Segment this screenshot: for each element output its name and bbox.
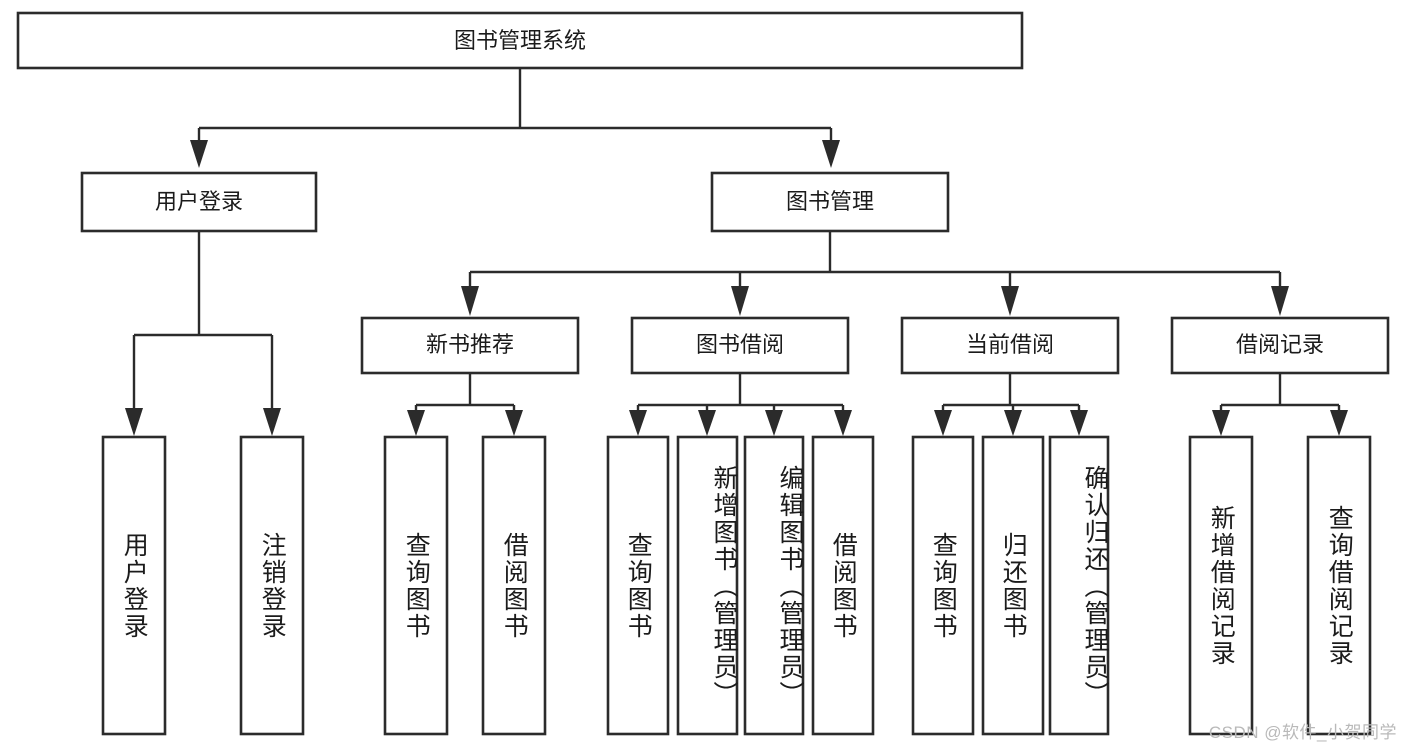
arrow-head-leaf-query-book-3 xyxy=(934,410,952,436)
node-user-login[interactable]: 用户登录 xyxy=(80,171,318,233)
arrow-head-leaf-return-book xyxy=(1004,410,1022,436)
arrow-head-leaf-confirm-return xyxy=(1070,410,1088,436)
arrow-head-user-login xyxy=(190,140,208,168)
connector-group-book-manage xyxy=(461,231,1289,316)
connector-group-root xyxy=(190,68,840,168)
node-book-manage-box[interactable] xyxy=(710,171,950,233)
node-book-manage-label: 图书管理 xyxy=(786,189,874,214)
leaf-box-return-book[interactable] xyxy=(981,435,1045,736)
node-root-system[interactable]: 图书管理系统 xyxy=(16,11,1024,70)
leaf-box-add-record[interactable] xyxy=(1188,435,1254,736)
node-borrow-record[interactable]: 借阅记录 xyxy=(1170,316,1390,375)
arrow-head-leaf-query-record xyxy=(1330,410,1348,436)
leaf-box-query-book-2[interactable] xyxy=(606,435,670,736)
node-new-book-recommend[interactable]: 新书推荐 xyxy=(360,316,580,375)
arrow-head-current-borrow xyxy=(1001,286,1019,316)
node-book-manage[interactable]: 图书管理 xyxy=(710,171,950,233)
node-book-borrow-box[interactable] xyxy=(630,316,850,375)
node-book-borrow-label: 图书借阅 xyxy=(696,332,784,357)
connector-group-new-book-rec xyxy=(407,373,523,436)
leaf-box-confirm-return[interactable] xyxy=(1048,435,1110,736)
leaf-box-query-record[interactable] xyxy=(1306,435,1372,736)
node-borrow-record-label: 借阅记录 xyxy=(1236,332,1324,357)
arrow-head-leaf-borrow-book-2 xyxy=(834,410,852,436)
arrow-head-book-manage xyxy=(822,140,840,168)
arrow-head-leaf-borrow-book-1 xyxy=(505,410,523,436)
node-user-login-box[interactable] xyxy=(80,171,318,233)
node-root-system-label: 图书管理系统 xyxy=(454,28,586,53)
leaf-boxes xyxy=(101,435,1372,736)
leaf-box-borrow-book-2[interactable] xyxy=(811,435,875,736)
node-current-borrow[interactable]: 当前借阅 xyxy=(900,316,1120,375)
watermark-csdn: CSDN @软件_小贺同学 xyxy=(1208,723,1397,742)
connector-group-current-borrow xyxy=(934,373,1088,436)
leaf-box-query-book-1[interactable] xyxy=(383,435,449,736)
connector-group-borrow-record xyxy=(1212,373,1348,436)
arrow-head-new-book-rec xyxy=(461,286,479,316)
leaf-box-borrow-book-1[interactable] xyxy=(481,435,547,736)
node-borrow-record-box[interactable] xyxy=(1170,316,1390,375)
node-user-login-label: 用户登录 xyxy=(155,189,243,214)
leaf-box-logout[interactable] xyxy=(239,435,305,736)
arrow-head-borrow-record xyxy=(1271,286,1289,316)
node-root-system-box[interactable] xyxy=(16,11,1024,70)
node-book-borrow[interactable]: 图书借阅 xyxy=(630,316,850,375)
arrow-head-leaf-query-book-2 xyxy=(629,410,647,436)
arrow-head-leaf-logout xyxy=(263,408,281,436)
arrow-head-leaf-add-book xyxy=(698,410,716,436)
connector-group-book-borrow xyxy=(629,373,852,436)
arrow-head-book-borrow xyxy=(731,286,749,316)
arrow-head-leaf-add-record xyxy=(1212,410,1230,436)
arrow-head-leaf-user-login xyxy=(125,408,143,436)
leaf-box-add-book[interactable] xyxy=(676,435,739,736)
node-new-book-recommend-label: 新书推荐 xyxy=(426,332,514,357)
arrow-head-leaf-query-book-1 xyxy=(407,410,425,436)
arrow-head-leaf-edit-book xyxy=(765,410,783,436)
node-current-borrow-label: 当前借阅 xyxy=(966,332,1054,357)
leaf-box-edit-book[interactable] xyxy=(743,435,805,736)
connector-group-user-login xyxy=(125,231,281,436)
node-new-book-recommend-box[interactable] xyxy=(360,316,580,375)
node-current-borrow-box[interactable] xyxy=(900,316,1120,375)
leaf-box-query-book-3[interactable] xyxy=(911,435,975,736)
leaf-box-user-login[interactable] xyxy=(101,435,167,736)
